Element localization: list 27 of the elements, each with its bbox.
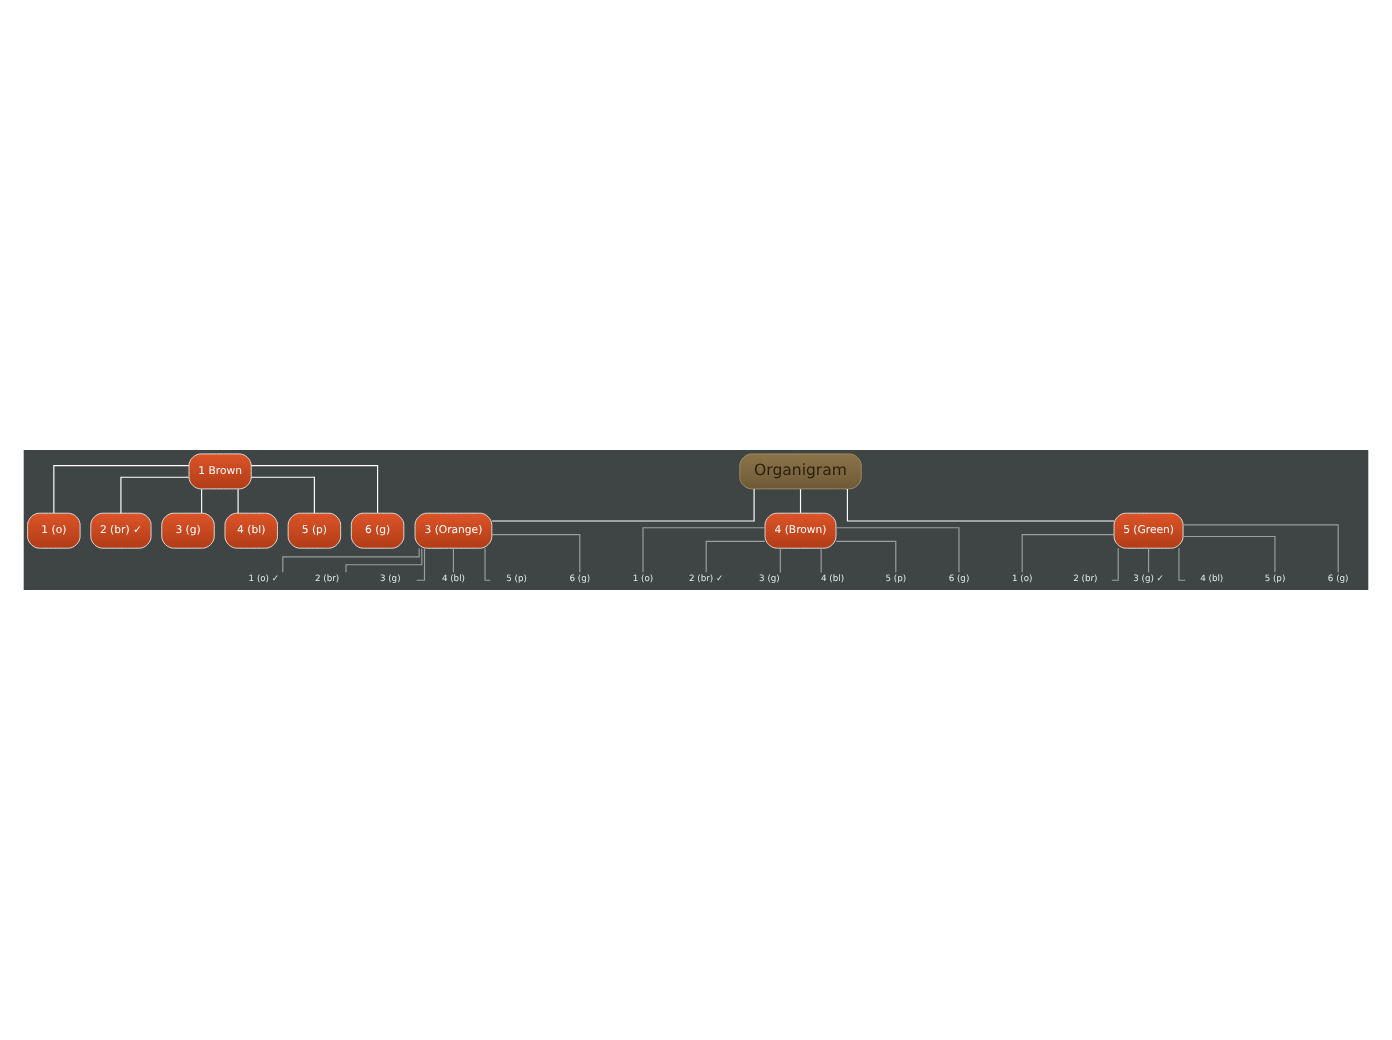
connector	[642, 527, 766, 573]
connector	[282, 547, 420, 573]
connector	[779, 547, 781, 573]
connector	[835, 527, 960, 573]
connector	[250, 476, 315, 514]
connector	[237, 488, 239, 514]
connector	[835, 540, 897, 573]
connector	[1178, 547, 1186, 581]
connector	[1182, 535, 1276, 573]
connector	[120, 476, 190, 514]
connector	[452, 547, 454, 573]
connector	[250, 464, 379, 514]
connector	[846, 488, 1115, 522]
connector	[415, 547, 426, 581]
connector	[345, 547, 423, 573]
connector	[1148, 547, 1150, 573]
connector	[705, 540, 766, 573]
connector	[53, 464, 190, 514]
connector	[491, 534, 581, 573]
connector	[1021, 534, 1115, 573]
connector	[201, 488, 203, 514]
connector	[1182, 524, 1339, 573]
connector	[820, 547, 822, 573]
connector	[484, 547, 491, 581]
connector	[799, 488, 802, 514]
connector	[1111, 547, 1119, 581]
connector	[491, 488, 755, 522]
